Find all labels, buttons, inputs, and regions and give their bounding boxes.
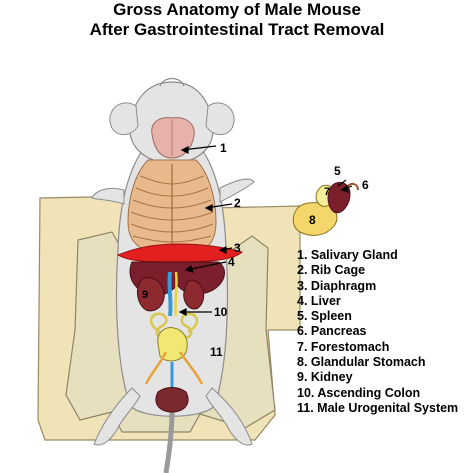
legend-item: 1. Salivary Gland xyxy=(297,248,398,262)
salivary-gland xyxy=(151,117,195,159)
legend-item: 8. Glandular Stomach xyxy=(297,355,426,370)
mouse-nose xyxy=(159,77,185,87)
pancreas xyxy=(347,182,359,191)
legend-list: 1. Salivary Gland 2. Rib Cage 3. Diaphra… xyxy=(297,248,458,416)
callout-1: 1 xyxy=(220,141,227,155)
callout-6: 6 xyxy=(362,178,369,192)
mouse-ear-right xyxy=(205,102,235,135)
front-leg-left xyxy=(91,187,125,205)
ascending-colon xyxy=(167,271,173,317)
front-leg-right xyxy=(219,178,255,203)
hind-leg-left xyxy=(93,387,141,446)
title-line-1: Gross Anatomy of Male Mouse xyxy=(113,0,361,19)
legend-item: 5. Spleen xyxy=(297,309,352,324)
rib-lines xyxy=(130,164,214,246)
kidney-right xyxy=(183,279,205,310)
legend-item: 4. Liver xyxy=(297,293,341,308)
leader-lines xyxy=(178,145,353,316)
urogenital-vessel-left xyxy=(144,351,168,385)
callout-7: 7 xyxy=(324,186,330,198)
figure-title: Gross Anatomy of Male Mouse After Gastro… xyxy=(0,0,474,40)
mouse-tail xyxy=(163,411,175,473)
legend-item: 6. Pancreas xyxy=(297,324,367,339)
legend-item: 3. Diaphragm xyxy=(297,278,377,293)
callout-9: 9 xyxy=(142,289,148,301)
ascending-colon-vessel xyxy=(174,271,178,317)
title-line-2: After Gastrointestinal Tract Removal xyxy=(89,20,385,39)
hind-leg-right xyxy=(205,387,253,446)
legend-item: 7. Forestomach xyxy=(297,339,390,354)
mouse-ear-left xyxy=(109,102,139,135)
callout-5: 5 xyxy=(334,164,341,178)
testis xyxy=(155,387,189,413)
kidney xyxy=(137,277,165,312)
callout-2: 2 xyxy=(234,196,241,210)
urogenital-vessel-right xyxy=(178,351,204,385)
callout-10: 10 xyxy=(214,305,228,319)
legend-item: 10. Ascending Colon xyxy=(297,385,421,400)
callout-4: 4 xyxy=(228,255,235,269)
legend-item: 11. Male Urogenital System xyxy=(297,400,459,415)
callout-3: 3 xyxy=(234,241,241,255)
legend-item: 2. Rib Cage xyxy=(297,263,366,278)
callout-11: 11 xyxy=(210,345,223,359)
legend-item: 9. Kidney xyxy=(297,370,353,385)
callout-8: 8 xyxy=(309,213,316,227)
urogenital-tubule-left xyxy=(149,312,168,340)
urogenital-tubule-right xyxy=(180,312,199,340)
